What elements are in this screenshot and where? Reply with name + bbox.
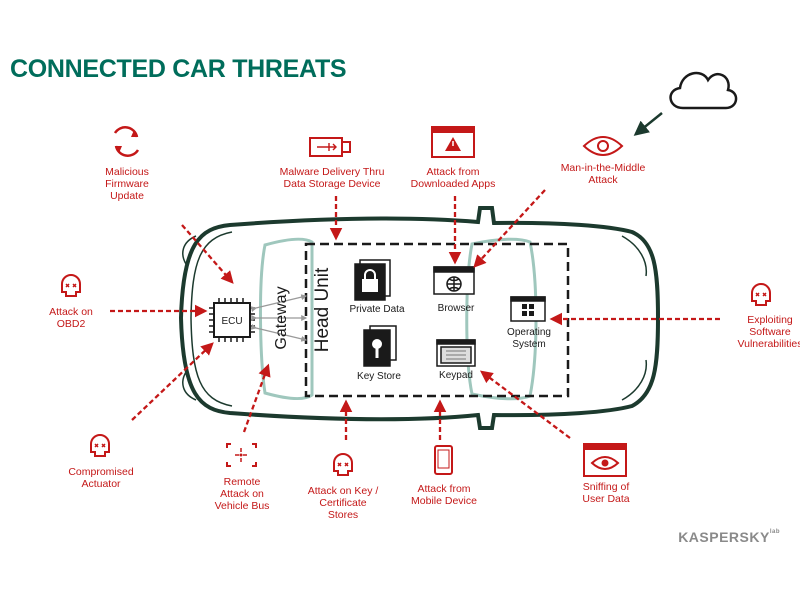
- threat-downloaded-apps: Attack from Downloaded Apps: [410, 166, 496, 190]
- cloud-icon: [669, 71, 738, 110]
- target-icon: [226, 443, 257, 467]
- skull-icon: [90, 434, 110, 457]
- key-store-label: Key Store: [357, 371, 401, 382]
- chip-icon: [209, 298, 255, 342]
- gateway-label: Gateway: [273, 286, 290, 350]
- threat-software-vuln: Exploiting Software Vulnerabilities: [737, 314, 800, 350]
- taillight-bottom: [621, 359, 648, 401]
- brand-suffix: lab: [769, 529, 780, 535]
- car-outline: [178, 206, 661, 430]
- threat-key-cert: Attack on Key / Certificate Stores: [307, 485, 379, 521]
- threat-mobile-device: Attack from Mobile Device: [411, 483, 477, 507]
- threat-obd2: Attack on OBD2: [49, 306, 93, 330]
- taillight-top: [621, 235, 648, 277]
- keypad-icon: [436, 339, 476, 367]
- globe-window-icon: [433, 266, 475, 295]
- key-store-icon: [363, 325, 397, 367]
- threat-malicious-firmware: Malicious Firmware Update: [105, 166, 149, 202]
- skull-icon: [333, 453, 353, 476]
- page-title: CONNECTED CAR THREATS: [10, 55, 347, 83]
- arrow-sniffing: [479, 370, 571, 439]
- threat-mitm: Man-in-the-Middle Attack: [560, 162, 646, 186]
- private-data-label: Private Data: [349, 304, 405, 315]
- car-inner-line: [190, 231, 233, 407]
- lock-icon: [354, 259, 391, 301]
- skull-icon: [751, 283, 771, 306]
- car-body: [178, 206, 661, 430]
- brand-name: KASPERSKY: [678, 529, 770, 545]
- head-unit-label: Head Unit: [312, 267, 333, 353]
- warning-window-icon: [431, 126, 475, 158]
- threat-vehicle-bus: Remote Attack on Vehicle Bus: [214, 476, 270, 512]
- eye-window-icon: [583, 443, 627, 477]
- ecu-head-unit-links: [250, 294, 308, 342]
- threat-arrows: [110, 189, 720, 440]
- arrow-compromised-actuator: [131, 342, 214, 421]
- brand-logo: KASPERSKYlab: [678, 529, 780, 545]
- operating-system-label: Operating System: [507, 327, 551, 350]
- ecu-label: ECU: [221, 316, 242, 327]
- arrow-vehicle-bus: [242, 363, 271, 433]
- eye-icon: [582, 136, 624, 156]
- arrow-mitm: [473, 189, 546, 268]
- threat-compromised-actuator: Compromised Actuator: [68, 466, 134, 490]
- usb-drive-icon: [309, 137, 351, 157]
- keypad-label: Keypad: [439, 370, 473, 381]
- arrow-firmware: [181, 224, 234, 284]
- refresh-icon: [113, 126, 140, 157]
- cloud-arrow: [633, 112, 663, 136]
- windows-logo-icon: [510, 296, 546, 322]
- browser-label: Browser: [437, 303, 475, 314]
- skull-icon: [61, 274, 81, 297]
- threat-sniffing: Sniffing of User Data: [582, 481, 630, 505]
- headlight-bottom: [182, 371, 197, 401]
- threat-malware-delivery: Malware Delivery Thru Data Storage Devic…: [279, 166, 385, 190]
- smartphone-icon: [434, 445, 453, 475]
